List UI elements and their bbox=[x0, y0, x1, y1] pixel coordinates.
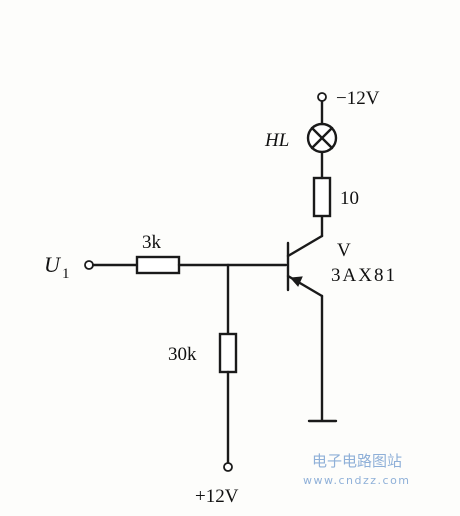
collector-resistor-10 bbox=[312, 176, 332, 218]
bias-resistor-30k bbox=[218, 332, 238, 374]
negative-supply-terminal bbox=[317, 92, 327, 102]
bias-resistor-label: 30k bbox=[168, 344, 197, 365]
collector-resistor-label: 10 bbox=[340, 188, 359, 209]
base-resistor-label: 3k bbox=[142, 232, 162, 253]
transistor-model-label: 3AX81 bbox=[331, 265, 397, 286]
transistor-collector bbox=[286, 234, 324, 258]
watermark-url: www.cndzz.com bbox=[303, 474, 411, 487]
lamp-icon bbox=[306, 122, 338, 154]
lamp-label: HL bbox=[264, 130, 289, 151]
input-label: U bbox=[44, 252, 62, 277]
negative-supply-label: −12V bbox=[336, 88, 380, 109]
base-resistor-3k bbox=[135, 255, 181, 275]
input-label-subscript: 1 bbox=[62, 266, 70, 282]
emitter-arrow-icon bbox=[289, 276, 303, 287]
positive-supply-label: +12V bbox=[195, 486, 239, 507]
watermark-cn: 电子电路图站 bbox=[312, 452, 402, 470]
positive-supply-terminal bbox=[223, 462, 233, 472]
transistor-name-label: V bbox=[337, 240, 351, 261]
